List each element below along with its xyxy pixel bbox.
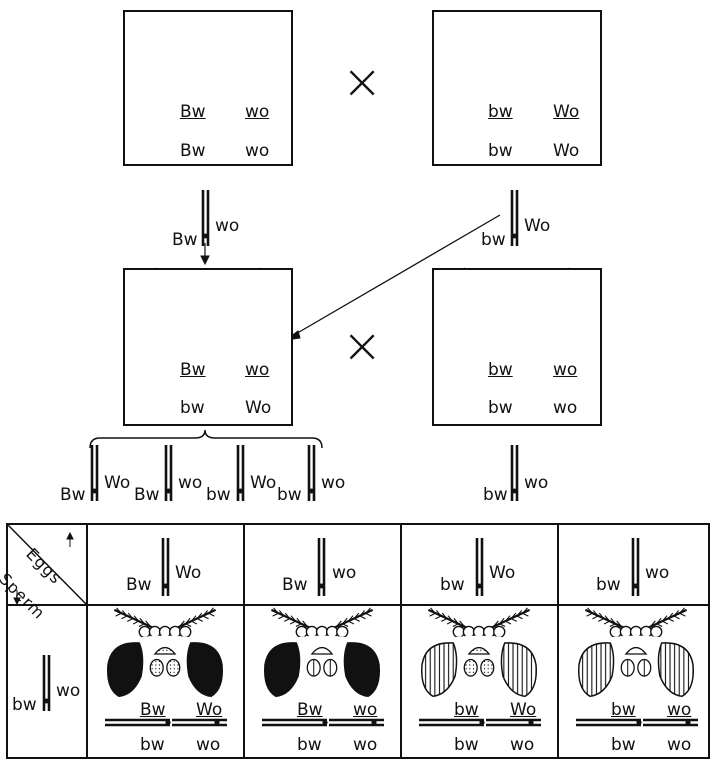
f1-egg-chromosome-icon-2 — [164, 445, 173, 501]
egg-header-4-left: bw — [596, 575, 621, 595]
offspring-1-bottom-left: bw — [140, 735, 165, 755]
p-female-bottom-right: wo — [245, 141, 270, 161]
gamete-p-female-right: wo — [215, 216, 240, 236]
offspring-4-top-right: wo — [667, 700, 692, 720]
f1-egg-2-right: wo — [178, 473, 203, 493]
cross-symbol-p: × — [342, 54, 383, 110]
p-female-bottom-left: Bw — [180, 141, 206, 161]
brace — [89, 429, 323, 449]
offspring-fly-icon-2 — [263, 607, 381, 698]
offspring-3-top-right: Wo — [510, 700, 537, 720]
gamete-p-male-right: Wo — [524, 216, 551, 236]
offspring-fly-icon-1 — [106, 607, 224, 698]
f1-female-top-left: Bw — [180, 360, 206, 380]
gamete-p-female-chromosome-icon — [201, 190, 210, 246]
f1-male-top-left: bw — [488, 360, 513, 380]
f1-egg-4-right: wo — [321, 473, 346, 493]
offspring-1-bottom-right: wo — [196, 735, 221, 755]
sperm-header-chromosome-icon — [42, 655, 51, 711]
f1-male-box — [432, 268, 602, 426]
offspring-1-top-right: Wo — [196, 700, 223, 720]
f1-female-bottom-left: bw — [180, 398, 205, 418]
egg-header-2-left: Bw — [282, 575, 308, 595]
f1-egg-chromosome-icon-3 — [236, 445, 245, 501]
offspring-1-top-left: Bw — [140, 700, 166, 720]
offspring-chromosomes-3 — [419, 718, 541, 727]
egg-header-3-left: bw — [440, 575, 465, 595]
offspring-fly-icon-4 — [577, 607, 695, 698]
offspring-4-top-left: bw — [611, 700, 636, 720]
offspring-chromosomes-1 — [105, 718, 227, 727]
offspring-2-bottom-right: wo — [353, 735, 378, 755]
egg-header-chromosome-icon-1 — [161, 538, 170, 596]
f1-egg-chromosome-icon-1 — [90, 445, 99, 501]
f1-male-bottom-left: bw — [488, 398, 513, 418]
f1-male-bottom-right: wo — [553, 398, 578, 418]
f1-sperm-chromosome-icon — [510, 445, 519, 501]
offspring-2-bottom-left: bw — [297, 735, 322, 755]
offspring-3-top-left: bw — [454, 700, 479, 720]
egg-header-1-left: Bw — [126, 575, 152, 595]
offspring-2-top-right: wo — [353, 700, 378, 720]
f1-egg-4-left: bw — [277, 485, 302, 505]
p-female-box — [123, 10, 293, 166]
f1-egg-chromosome-icon-4 — [307, 445, 316, 501]
egg-header-chromosome-icon-4 — [631, 538, 640, 596]
offspring-2-top-left: Bw — [297, 700, 323, 720]
f1-egg-1-right: Wo — [104, 473, 131, 493]
gamete-p-male-chromosome-icon — [510, 190, 519, 246]
f1-female-top-right: wo — [245, 360, 270, 380]
cross-symbol-f1: × — [342, 318, 383, 374]
egg-header-4-right: wo — [645, 563, 670, 583]
offspring-4-bottom-left: bw — [611, 735, 636, 755]
f1-female-box — [123, 268, 293, 426]
egg-header-2-right: wo — [332, 563, 357, 583]
egg-header-3-right: Wo — [489, 563, 516, 583]
offspring-4-bottom-right: wo — [667, 735, 692, 755]
f1-sperm-right: wo — [524, 473, 549, 493]
gamete-p-female-left: Bw — [172, 230, 198, 250]
egg-header-chromosome-icon-2 — [317, 538, 326, 596]
f1-egg-3-left: bw — [206, 485, 231, 505]
p-male-bottom-left: bw — [488, 141, 513, 161]
f1-sperm-left: bw — [483, 485, 508, 505]
offspring-chromosomes-4 — [576, 718, 698, 727]
p-male-bottom-right: Wo — [553, 141, 580, 161]
p-female-top-right: wo — [245, 102, 270, 122]
egg-header-1-right: Wo — [175, 563, 202, 583]
gamete-p-male-left: bw — [481, 230, 506, 250]
f1-female-bottom-right: Wo — [245, 398, 272, 418]
p-male-box — [432, 10, 602, 166]
offspring-3-bottom-right: wo — [510, 735, 535, 755]
offspring-fly-icon-3 — [420, 607, 538, 698]
offspring-chromosomes-2 — [262, 718, 384, 727]
f1-egg-1-left: Bw — [60, 485, 86, 505]
sperm-header-right: wo — [56, 681, 81, 701]
f1-egg-2-left: Bw — [134, 485, 160, 505]
f1-male-top-right: wo — [553, 360, 578, 380]
offspring-3-bottom-left: bw — [454, 735, 479, 755]
egg-header-chromosome-icon-3 — [475, 538, 484, 596]
sperm-header-left: bw — [12, 695, 37, 715]
p-male-top-left: bw — [488, 102, 513, 122]
f1-egg-3-right: Wo — [250, 473, 277, 493]
p-male-top-right: Wo — [553, 102, 580, 122]
p-female-top-left: Bw — [180, 102, 206, 122]
